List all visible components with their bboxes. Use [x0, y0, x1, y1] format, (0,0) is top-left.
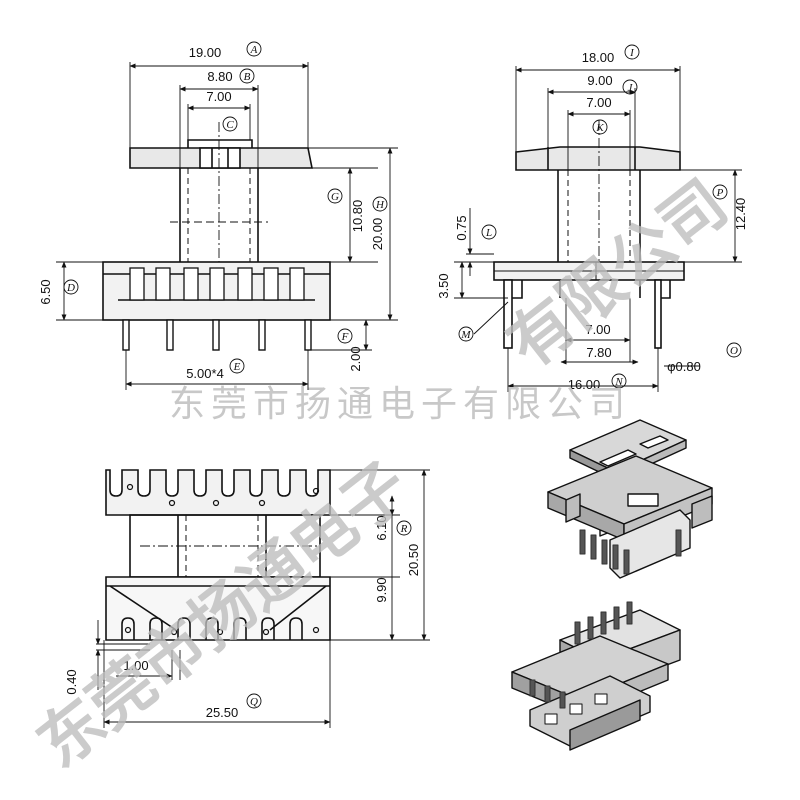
- dim-slot: 1.00: [123, 658, 148, 673]
- isometric-view-bottom: [511, 601, 681, 751]
- label-m: M: [460, 329, 471, 341]
- watermark-company-line: 东莞市扬通电子有限公司: [169, 384, 631, 425]
- dim-inner-7: 7.00: [585, 322, 610, 337]
- dim-upper: 6.10: [374, 515, 389, 540]
- isometric-view-top: [547, 419, 713, 579]
- label-p: P: [716, 187, 724, 199]
- side-view-dim-text: 18.00 I 9.00 J 7.00 K 12.40 P 0.75 L 3.5…: [436, 47, 748, 392]
- bottom-view: [105, 469, 331, 641]
- dim-height-r: 20.50: [406, 544, 421, 577]
- dim-height-h: 20.00: [370, 218, 385, 251]
- label-e: E: [233, 361, 241, 373]
- label-q: Q: [250, 696, 258, 708]
- bottom-view-dimensions: [95, 469, 430, 728]
- dim-base-m: 3.50: [436, 273, 451, 298]
- dim-width-j: 9.00: [587, 73, 612, 88]
- label-n: N: [614, 376, 623, 388]
- label-b: B: [244, 71, 251, 83]
- front-view: [102, 122, 331, 351]
- dim-width-a: 19.00: [189, 45, 222, 60]
- label-j: J: [628, 82, 634, 94]
- dim-width-b: 8.80: [207, 69, 232, 84]
- dim-pin-o: φ0.80: [667, 359, 701, 374]
- label-c: C: [226, 119, 234, 131]
- dim-height-g: 10.80: [350, 200, 365, 233]
- label-l: L: [485, 227, 492, 239]
- dim-width-n: 16.00: [568, 377, 601, 392]
- label-a: A: [250, 44, 258, 56]
- label-g: G: [331, 191, 339, 203]
- dim-offset: 0.40: [64, 669, 79, 694]
- dim-height-d: 6.50: [38, 279, 53, 304]
- dim-width-i: 18.00: [582, 50, 615, 65]
- label-k: K: [595, 122, 604, 134]
- dim-inner-78: 7.80: [586, 345, 611, 360]
- dim-pitch-e: 5.00*4: [186, 366, 224, 381]
- dim-pin-f: 2.00: [348, 346, 363, 371]
- dim-flange-l: 0.75: [454, 215, 469, 240]
- side-view-dimensions: [454, 44, 742, 392]
- label-h: H: [375, 199, 385, 211]
- dim-width-q: 25.50: [206, 705, 239, 720]
- side-view: [493, 120, 685, 349]
- dim-height-p: 12.40: [733, 198, 748, 231]
- label-f: F: [341, 331, 349, 343]
- dim-width-c: 7.00: [206, 89, 231, 104]
- bottom-view-dim-text: 20.50 R 6.10 9.90 1.00 0.40 25.50 Q: [64, 515, 421, 720]
- dim-width-k: 7.00: [586, 95, 611, 110]
- label-o: O: [730, 345, 738, 357]
- front-view-dim-text: 19.00 A 8.80 B 7.00 C 10.80 G 20.00 H 6.…: [38, 44, 385, 381]
- label-d: D: [66, 282, 75, 294]
- dim-lower: 9.90: [374, 577, 389, 602]
- front-view-dimensions: [56, 41, 398, 390]
- label-r: R: [400, 523, 408, 535]
- label-i: I: [629, 47, 635, 59]
